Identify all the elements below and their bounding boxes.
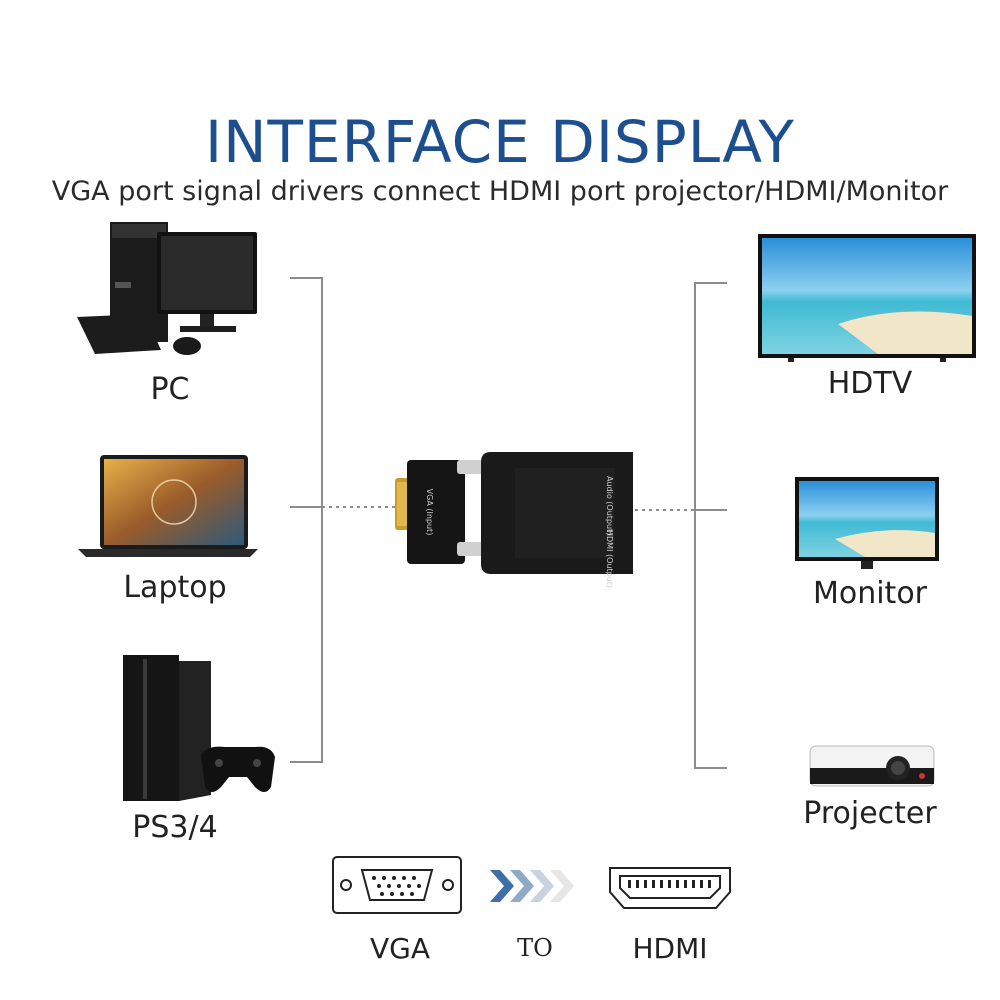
page-title: INTERFACE DISPLAY — [205, 108, 795, 176]
page-subtitle: VGA port signal drivers connect HDMI por… — [51, 176, 949, 207]
projector-icon — [809, 745, 935, 787]
vga-port-icon — [332, 856, 462, 914]
conversion-to-label: HDMI — [632, 932, 708, 965]
source-label-pc: PC — [150, 372, 190, 407]
source-label-laptop: Laptop — [123, 570, 227, 605]
left-bracket — [290, 277, 323, 763]
vga-hdmi-adapter-icon: VGA (Input) Audio (Output) HDMI (Output) — [395, 452, 633, 588]
output-label-monitor: Monitor — [812, 576, 928, 611]
laptop-icon — [78, 455, 258, 557]
conversion-to-word: TO — [517, 934, 553, 962]
source-label-console: PS3/4 — [132, 810, 218, 845]
adapter-audio-label: Audio (Output) — [605, 476, 614, 535]
output-label-projector: Projecter — [803, 796, 937, 831]
arrows-icon — [490, 870, 574, 902]
adapter-hdmi-label: HDMI (Output) — [605, 530, 614, 588]
conversion-from-label: VGA — [369, 932, 430, 965]
monitor-icon — [795, 477, 939, 569]
adapter-vga-label: VGA (Input) — [425, 489, 434, 536]
desktop-pc-icon — [77, 222, 257, 355]
hdmi-port-icon — [609, 867, 731, 909]
game-console-icon — [123, 655, 275, 801]
hdtv-icon — [758, 234, 976, 362]
right-bracket — [694, 282, 727, 769]
output-label-hdtv: HDTV — [827, 366, 913, 401]
